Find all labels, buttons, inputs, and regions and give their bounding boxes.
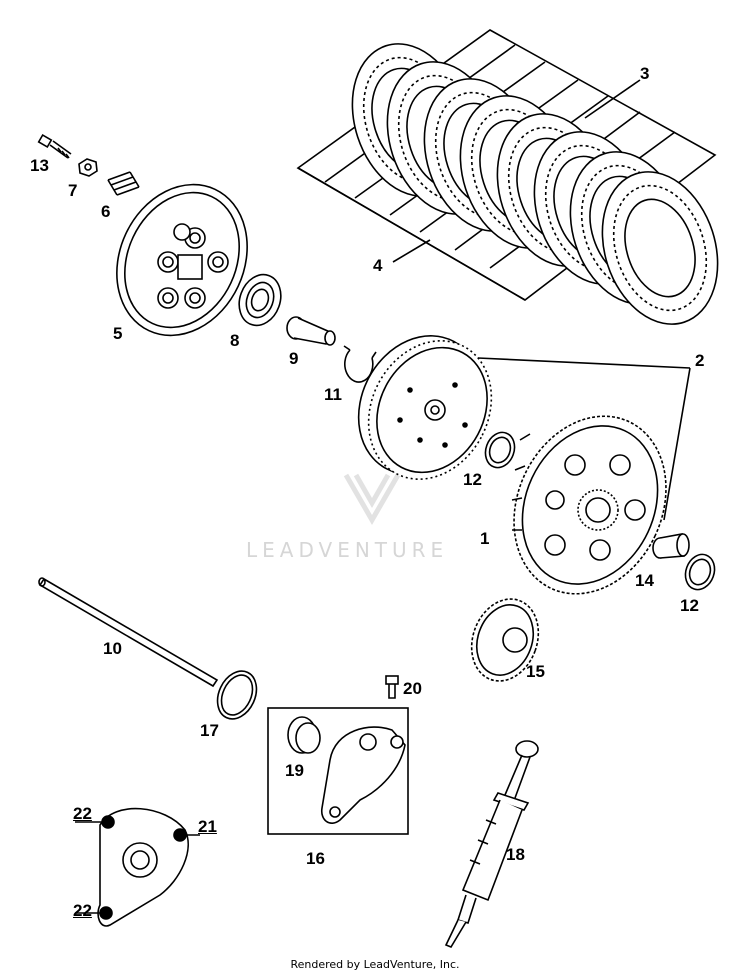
clutch-cover[interactable]	[75, 807, 200, 927]
watermark-text: LEADVENTURE	[246, 538, 449, 562]
footer-credit: Rendered by LeadVenture, Inc.	[290, 958, 460, 971]
thrust-washer-lower[interactable]	[681, 550, 720, 593]
slave-cylinder[interactable]	[320, 726, 406, 824]
bearing[interactable]	[232, 269, 287, 332]
pressure-plate[interactable]	[93, 163, 271, 357]
clutch-hub[interactable]	[335, 314, 515, 501]
leader-4	[392, 239, 431, 263]
slave-cylinder-kit-box	[267, 707, 409, 835]
callout-22-upper[interactable]: 22	[73, 804, 92, 823]
callout-18[interactable]: 18	[506, 845, 525, 864]
callout-20[interactable]: 20	[403, 679, 422, 698]
circlip[interactable]	[343, 345, 377, 383]
friction-plate-8	[601, 171, 719, 325]
callout-13[interactable]: 13	[30, 156, 49, 175]
callout-3[interactable]: 3	[640, 64, 650, 83]
callout-8[interactable]: 8	[230, 331, 240, 350]
leader-3	[584, 79, 641, 119]
spring[interactable]	[107, 171, 140, 196]
callout-16[interactable]: 16	[306, 849, 325, 868]
nut[interactable]	[78, 158, 98, 177]
callout-12-upper[interactable]: 12	[463, 470, 482, 489]
callout-2[interactable]: 2	[695, 351, 705, 370]
callout-7[interactable]: 7	[68, 181, 78, 200]
callout-11[interactable]: 11	[324, 385, 342, 404]
leader-2	[477, 357, 691, 521]
thrust-washer-upper[interactable]	[481, 428, 520, 471]
callout-10[interactable]: 10	[103, 639, 122, 658]
callout-5[interactable]: 5	[113, 324, 123, 343]
callout-6[interactable]: 6	[101, 202, 111, 221]
callout-12-lower[interactable]: 12	[680, 596, 699, 615]
callout-22-lower[interactable]: 22	[73, 901, 92, 920]
callout-17[interactable]: 17	[200, 721, 219, 740]
bleeder-screw[interactable]	[385, 675, 399, 699]
pressure-pin[interactable]	[286, 316, 336, 346]
callout-1[interactable]: 1	[480, 529, 490, 548]
callout-21[interactable]: 21	[198, 817, 217, 836]
clutch-plates[interactable]	[334, 29, 737, 339]
callout-14[interactable]: 14	[635, 571, 654, 590]
push-rod[interactable]	[38, 577, 219, 688]
bolt[interactable]	[37, 133, 72, 159]
primary-gear[interactable]	[461, 590, 550, 691]
callout-9[interactable]: 9	[289, 349, 299, 368]
needle-bushing[interactable]	[652, 533, 690, 559]
grease-syringe[interactable]	[444, 740, 539, 948]
leadventure-logo	[343, 473, 401, 525]
o-ring[interactable]	[210, 665, 264, 726]
seal[interactable]	[287, 716, 321, 754]
clutch-basket[interactable]	[486, 391, 694, 619]
callout-19[interactable]: 19	[285, 761, 304, 780]
callout-15[interactable]: 15	[526, 662, 545, 681]
callout-4[interactable]: 4	[373, 256, 383, 275]
